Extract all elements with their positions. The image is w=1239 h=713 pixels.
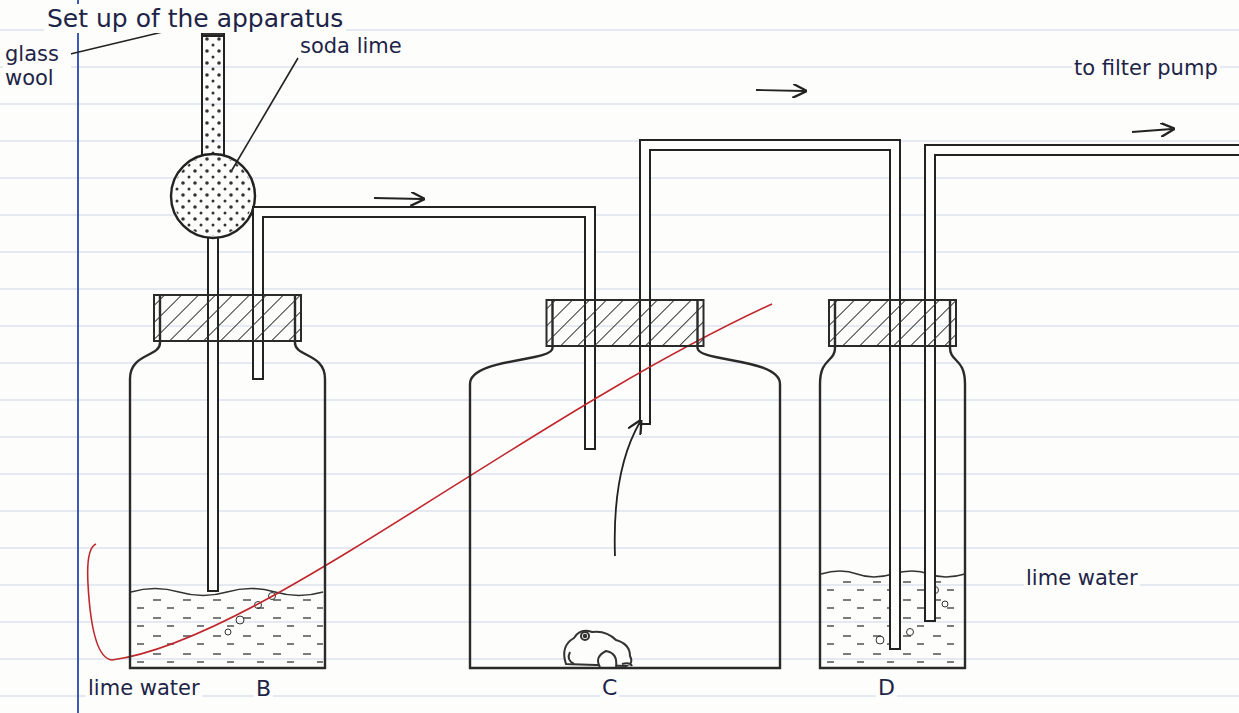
leader-line <box>232 58 298 170</box>
ruled-line <box>0 104 1239 105</box>
lime-water <box>876 636 884 644</box>
rubber-stopper <box>154 295 301 341</box>
title: Set up of the apparatus <box>44 4 346 33</box>
rubber-stopper <box>547 300 704 346</box>
lime-water <box>131 589 323 596</box>
part-label: lime water <box>1024 566 1140 590</box>
air-flow-arrow <box>1132 129 1172 132</box>
ruled-line <box>0 437 1239 438</box>
ruled-line <box>0 511 1239 512</box>
ruled-line <box>0 548 1239 549</box>
bottle-outline <box>820 300 965 668</box>
glass-tube <box>258 150 1239 650</box>
part-label: lime water <box>86 676 202 700</box>
flow-arrow <box>756 90 804 91</box>
part-label: glass wool <box>3 42 71 90</box>
ruled-line <box>0 400 1239 401</box>
frog <box>564 631 631 666</box>
soda-lime-tube <box>173 156 253 236</box>
frog <box>564 631 632 667</box>
ruled-line <box>0 289 1239 290</box>
lime-water <box>907 629 914 636</box>
tube-wall <box>258 212 590 300</box>
soda-lime-tube <box>202 12 224 158</box>
flow-arrow <box>374 198 422 199</box>
ruled-line <box>0 326 1239 327</box>
bottle-letter: C <box>600 676 619 700</box>
lime-water <box>131 571 965 666</box>
red-pen-line <box>88 304 772 660</box>
bottle: D <box>820 300 965 668</box>
ruled-line <box>0 252 1239 253</box>
bottle-outline <box>470 300 780 668</box>
ruled-paper <box>0 30 1239 696</box>
soda-lime-tube <box>171 154 255 238</box>
bottle-letter: D <box>876 676 897 700</box>
glass-tube <box>258 150 1239 650</box>
bottle-letter: B <box>254 677 273 701</box>
soda-lime-tube <box>171 12 255 592</box>
frog <box>581 632 589 640</box>
air-flow-arrow <box>615 422 640 556</box>
glass-tube <box>258 150 1239 648</box>
ruled-line <box>0 67 1239 68</box>
lime-water <box>132 592 323 666</box>
tube-bore <box>258 212 590 300</box>
frog <box>569 651 632 667</box>
soda-lime-tube <box>209 238 217 590</box>
rubber-stopper <box>829 300 956 346</box>
part-label: soda lime <box>298 34 404 58</box>
lime-water <box>236 616 244 624</box>
margin-line <box>77 0 79 713</box>
lime-water <box>225 629 231 635</box>
glass-tube-connector <box>645 90 895 300</box>
frog <box>584 635 586 637</box>
bottle-outline <box>130 295 325 668</box>
ruled-line <box>0 141 1239 142</box>
ruled-line <box>0 363 1239 364</box>
glass-tube-connector <box>258 198 590 300</box>
part-label: to filter pump <box>1072 56 1220 80</box>
bottle: B <box>130 295 325 668</box>
tube-bore <box>645 145 895 300</box>
bottle-outline <box>130 295 325 668</box>
soda-lime-tube <box>207 236 219 592</box>
bottle-outline <box>820 300 965 668</box>
bottle: C <box>470 300 780 668</box>
ruled-line <box>0 474 1239 475</box>
bottle-outline <box>470 300 780 668</box>
tube-wall <box>645 145 895 300</box>
lime-water <box>942 601 948 607</box>
